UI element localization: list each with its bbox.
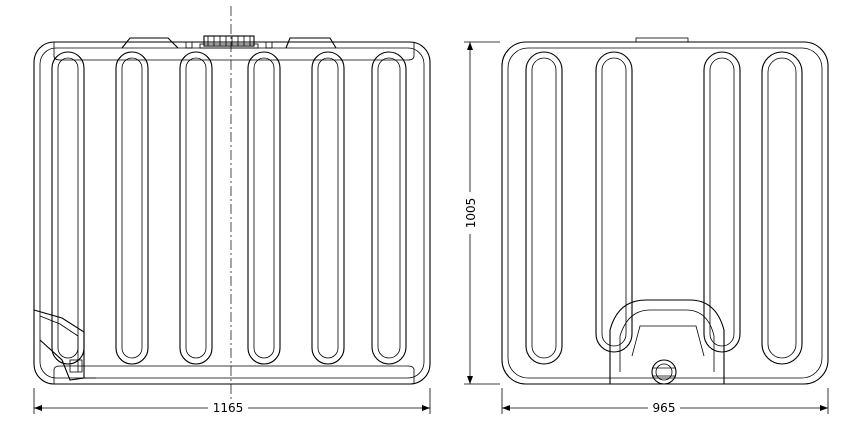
- outlet-recess: [609, 299, 725, 385]
- dimension-side-width: 965: [501, 388, 829, 415]
- dimension-front-width: 1165: [33, 388, 431, 415]
- outlet-valve: [33, 309, 96, 381]
- side-view: [501, 37, 829, 385]
- left-top-handle: [121, 37, 179, 49]
- dimension-height: 1005: [462, 41, 500, 385]
- dimension-label-1165: 1165: [213, 401, 244, 415]
- right-top-handle: [285, 37, 337, 49]
- dimension-label-1005: 1005: [464, 198, 478, 229]
- front-view: [33, 6, 431, 412]
- front-ribs: [51, 51, 407, 365]
- side-ribs: [525, 51, 803, 365]
- top-cap: [185, 35, 273, 49]
- dimension-label-965: 965: [653, 401, 676, 415]
